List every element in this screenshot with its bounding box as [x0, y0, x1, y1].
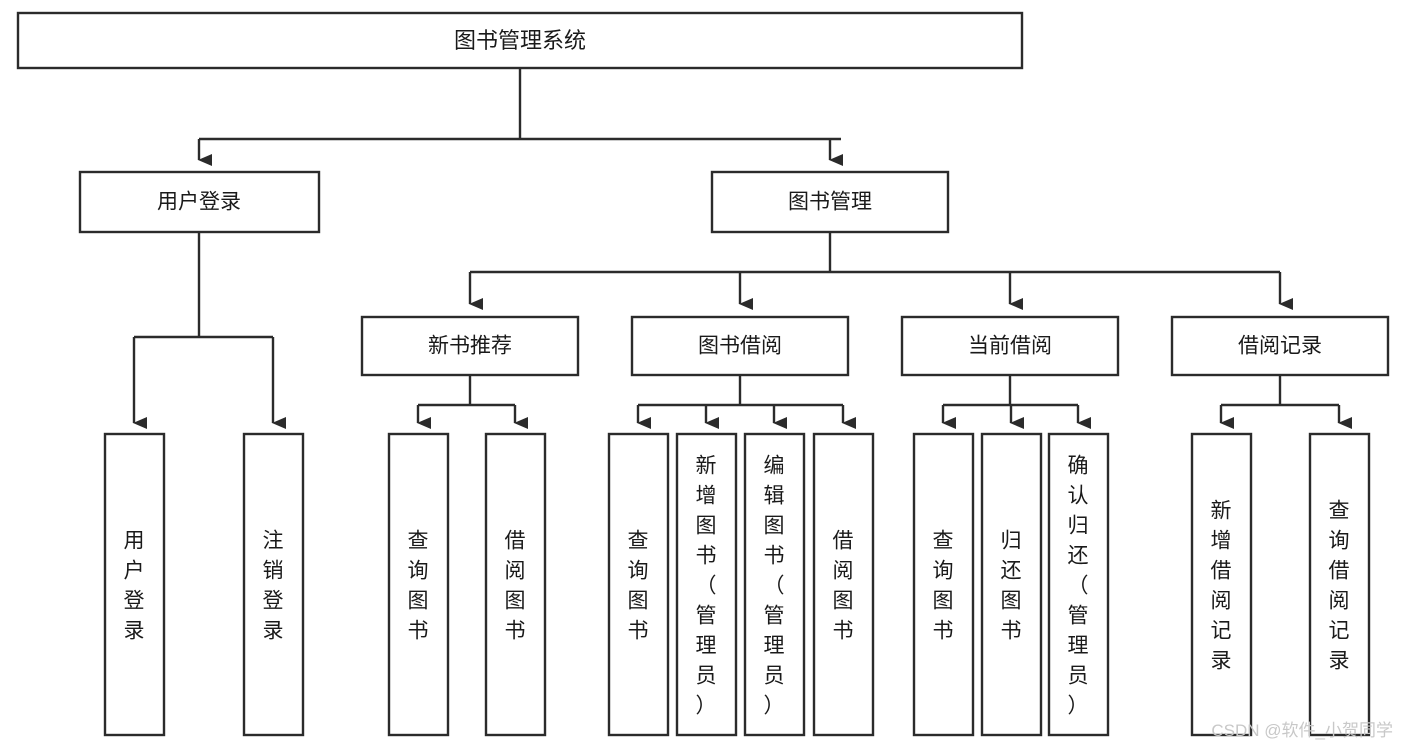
leaf-box — [484, 432, 547, 737]
node-new-book-recommend[interactable]: 新书推荐 — [360, 315, 580, 377]
node-borrow-record[interactable]: 借阅记录 — [1170, 315, 1390, 377]
leaf-node[interactable]: 新增借阅记录 — [1190, 432, 1253, 737]
node-root-box — [16, 11, 1024, 70]
node-borrow-record-label: 借阅记录 — [1238, 335, 1322, 358]
leaf-box — [1190, 432, 1253, 737]
leaf-node[interactable]: 确认归还（管理员） — [1047, 432, 1110, 737]
leaf-box — [743, 432, 806, 737]
node-current-borrow-box — [900, 315, 1120, 377]
leaf-box — [1047, 432, 1110, 737]
node-user-login[interactable]: 用户登录 — [78, 170, 321, 234]
leaf-label: 查询借阅记录 — [1329, 500, 1350, 673]
leaf-box — [912, 432, 975, 737]
leaf-box — [675, 432, 738, 737]
leaf-box — [387, 432, 450, 737]
node-book-management-box — [710, 170, 950, 234]
leaf-node[interactable]: 查询图书 — [607, 432, 670, 737]
leaf-label: 确认归还（管理员） — [1068, 455, 1089, 718]
leaf-box — [607, 432, 670, 737]
leaf-box — [812, 432, 875, 737]
leaf-label: 新增图书（管理员） — [696, 455, 717, 718]
leaf-node[interactable]: 查询图书 — [387, 432, 450, 737]
leaf-label: 查询图书 — [933, 530, 954, 643]
node-root-label: 图书管理系统 — [454, 28, 586, 53]
node-user-login-box — [78, 170, 321, 234]
csdn-watermark: CSDN @软件_小贺同学 — [1211, 721, 1393, 740]
leaf-box — [1308, 432, 1371, 737]
leaf-layer: 用户登录 注销登录 查询图书 借阅图书 查询图书 新增图书 — [103, 432, 1371, 737]
leaf-box — [103, 432, 166, 737]
node-book-borrow-box — [630, 315, 850, 377]
leaf-node[interactable]: 编辑图书（管理员） — [743, 432, 806, 737]
node-book-borrow[interactable]: 图书借阅 — [630, 315, 850, 377]
node-new-book-recommend-box — [360, 315, 580, 377]
leaf-node[interactable]: 查询图书 — [912, 432, 975, 737]
node-book-management-label: 图书管理 — [788, 191, 872, 214]
leaf-node[interactable]: 用户登录 — [103, 432, 166, 737]
node-user-login-label: 用户登录 — [157, 191, 241, 214]
leaf-label: 借阅图书 — [833, 530, 854, 643]
node-borrow-record-box — [1170, 315, 1390, 377]
leaf-label: 查询图书 — [628, 530, 649, 643]
leaf-label: 归还图书 — [1001, 530, 1022, 643]
leaf-box — [242, 432, 305, 737]
leaf-label: 注销登录 — [263, 530, 284, 643]
node-root[interactable]: 图书管理系统 — [16, 11, 1024, 70]
leaf-label: 查询图书 — [408, 530, 429, 643]
leaf-node[interactable]: 归还图书 — [980, 432, 1043, 737]
leaf-label: 借阅图书 — [505, 530, 526, 643]
node-new-book-recommend-label: 新书推荐 — [428, 335, 512, 358]
leaf-label: 新增借阅记录 — [1211, 500, 1232, 673]
leaf-node[interactable]: 借阅图书 — [812, 432, 875, 737]
connector-layer — [132, 68, 1352, 429]
leaf-node[interactable]: 借阅图书 — [484, 432, 547, 737]
leaf-box — [980, 432, 1043, 737]
leaf-label: 编辑图书（管理员） — [764, 455, 785, 718]
node-current-borrow[interactable]: 当前借阅 — [900, 315, 1120, 377]
node-current-borrow-label: 当前借阅 — [968, 335, 1052, 358]
leaf-node[interactable]: 查询借阅记录 — [1308, 432, 1371, 737]
leaf-node[interactable]: 新增图书（管理员） — [675, 432, 738, 737]
leaf-node[interactable]: 注销登录 — [242, 432, 305, 737]
node-book-borrow-label: 图书借阅 — [698, 335, 782, 358]
leaf-label: 用户登录 — [124, 530, 145, 643]
node-book-management[interactable]: 图书管理 — [710, 170, 950, 234]
